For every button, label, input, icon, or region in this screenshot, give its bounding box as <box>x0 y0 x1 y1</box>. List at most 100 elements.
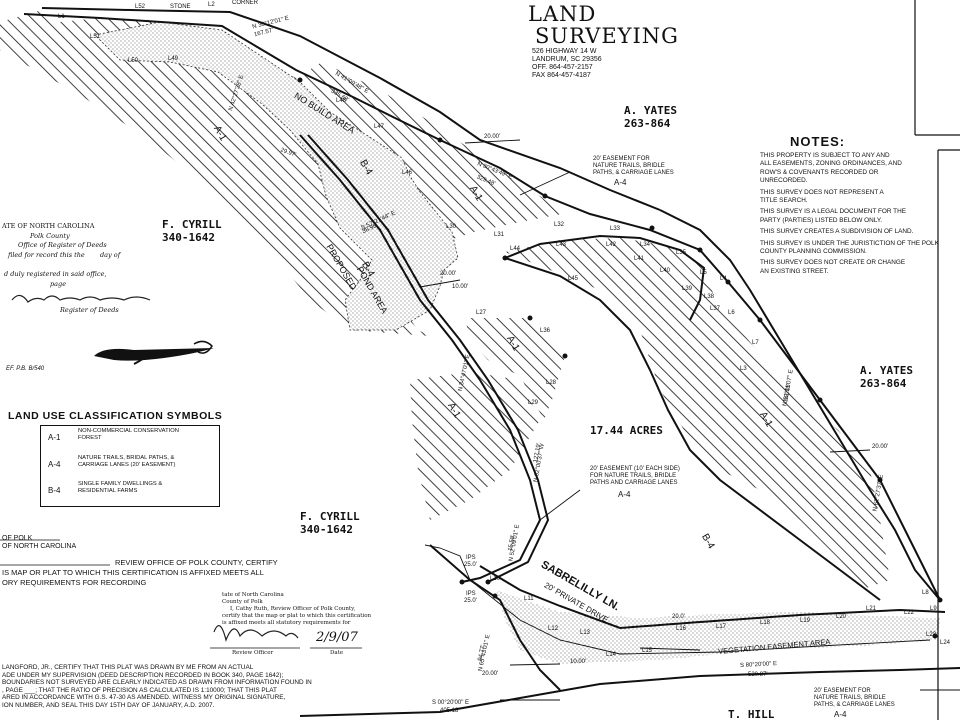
line-label: L34 <box>640 242 651 248</box>
register-line2: Polk County <box>30 232 70 240</box>
review-line2: IS MAP OR PLAT TO WHICH THIS CERTIFICATI… <box>2 568 264 577</box>
zone-label-a4-mid: A-4 <box>618 490 631 499</box>
note-line: THIS SURVEY CREATES A SUBDIVISION OF LAN… <box>760 228 914 236</box>
no-build-area <box>94 21 459 331</box>
line-label: L51 <box>90 34 101 40</box>
corner-label: CORNER <box>232 0 259 6</box>
legend-title: LAND USE CLASSIFICATION SYMBOLS <box>8 410 223 422</box>
easement-mid-3: PATHS AND CARRIAGE LANES <box>590 480 678 486</box>
dim-8: 25.0' <box>464 562 477 568</box>
boundary-top <box>41 7 661 211</box>
register-line8: Register of Deeds <box>60 306 119 314</box>
register-line6: d duly registered in said office, <box>4 270 107 278</box>
line-label: L12 <box>548 626 559 632</box>
company-address1: 526 HIGHWAY 14 W <box>532 48 597 55</box>
bearing-12: S 00°20'00" E <box>432 700 470 706</box>
review-line1: REVIEW OFFICE OF POLK COUNTY, CERTIFY <box>115 558 278 567</box>
owner-cyrill-bottom-name: F. CYRILL <box>300 510 360 523</box>
easement-bot-2: NATURE TRAILS, BRIDLE <box>814 695 886 701</box>
line-label: L10 <box>490 576 501 582</box>
review-signature <box>213 625 299 642</box>
line-label: L24 <box>940 640 951 646</box>
zone-label-a4-bottom: A-4 <box>834 710 847 719</box>
line-label: L41 <box>634 256 645 262</box>
easement-top-2: NATURE TRAILS, BRIDLE <box>593 163 665 169</box>
cert-line: , PAGE ___; THAT THE RATIO OF PRECISION … <box>2 686 277 694</box>
review-date-value: 2/9/07 <box>316 630 358 645</box>
review-sig-label: Review Officer <box>232 650 274 656</box>
line-label: L27 <box>476 310 487 316</box>
company-fax: FAX 864-457-4187 <box>532 72 591 79</box>
line-label: L49 <box>168 56 179 62</box>
easement-bot-3: PATHS, & CARRIAGE LANES <box>814 702 895 708</box>
company-address2: LANDRUM, SC 29356 <box>532 56 602 63</box>
company-phone: OFF. 864-457-2157 <box>532 64 593 71</box>
zone-a1-right-hatch <box>505 238 890 590</box>
legend-text-b4-1: SINGLE FAMILY DWELLINGS & <box>78 481 163 487</box>
register-line4: filed for record this the <box>8 251 85 259</box>
review-nc1: tate of North Carolina <box>222 592 284 598</box>
note-line: COUNTY PLANNING COMMISSION. <box>760 248 867 256</box>
line-label: L46 <box>402 170 413 176</box>
surveyor-certification: LANGFORD, JR., CERTIFY THAT THIS PLAT WA… <box>2 664 312 710</box>
line-label: L52 <box>135 4 146 10</box>
review-date-label: Date <box>330 650 344 656</box>
line-label: L22 <box>904 610 915 616</box>
cert-line: BOUNDARIES NOT SURVEYED ARE CLEARLY INDI… <box>2 679 312 687</box>
note-line: TITLE SEARCH. <box>760 197 808 205</box>
owner-yates-top-name: A. YATES <box>624 104 677 117</box>
owner-yates-right-ref: 263-864 <box>860 377 907 390</box>
register-line3: Office of Register of Deeds <box>18 241 107 249</box>
zone-a1-left-hatch <box>0 10 430 336</box>
easement-top-3: PATHS, & CARRIAGE LANES <box>593 170 674 176</box>
note-line: AN EXISTING STREET. <box>760 267 829 275</box>
note-line: THIS SURVEY DOES NOT REPRESENT A <box>760 188 884 196</box>
line-label: L6 <box>728 310 735 316</box>
register-signature <box>11 294 151 303</box>
easement-bot-1: 20' EASEMENT FOR <box>814 688 871 694</box>
line-label: L30 <box>446 224 457 230</box>
dim-9: 25.0' <box>464 598 477 604</box>
legend-text-b4-2: RESIDENTIAL FARMS <box>78 488 138 494</box>
easement-curve-2 <box>504 257 881 601</box>
acreage-label: 17.44 ACRES <box>590 424 663 437</box>
line-label: L18 <box>760 620 771 626</box>
legend-text-a4-2: CARRIAGE LANES (20' EASEMENT) <box>78 462 176 468</box>
review-state: OF NORTH CAROLINA <box>2 543 77 550</box>
line-label: L47 <box>374 124 385 130</box>
line-label: L1 <box>58 14 65 20</box>
legend-box <box>40 425 220 507</box>
review-nc2: County of Polk <box>222 599 263 605</box>
line-label: L45 <box>568 276 579 282</box>
stone-label: STONE <box>170 4 191 10</box>
note-line: THIS SURVEY IS A LEGAL DOCUMENT FOR THE <box>760 208 906 216</box>
dim-2: 20.00' <box>440 271 457 277</box>
easement-mid-1: 20' EASEMENT (10' EACH SIDE) <box>590 466 680 472</box>
line-label: L15 <box>642 648 653 654</box>
owner-cyrill-left-ref: 340-1642 <box>162 231 215 244</box>
boundary-right <box>659 209 941 601</box>
owner-cyrill-left-name: F. CYRILL <box>162 218 222 231</box>
zone-a1-mid-hatch <box>296 62 562 240</box>
owner-yates-right-name: A. YATES <box>860 364 913 377</box>
zone-a1-lower-hatch <box>410 372 540 520</box>
dim-4: 20.00' <box>872 444 889 450</box>
review-cert3: is affixed meets all statutory requireme… <box>222 620 351 626</box>
legend-text-a1-1: NON-COMMERCIAL CONSERVATION <box>78 428 179 434</box>
register-ref: EF. P.B. B/540 <box>6 366 45 372</box>
legend-code-a1: A-1 <box>48 433 61 442</box>
line-label: L36 <box>540 328 551 334</box>
dim-6: 10.00' <box>570 659 587 665</box>
line-label: L33 <box>610 226 621 232</box>
review-cert2: certify that the map or plat to which th… <box>222 613 372 619</box>
owner-yates-top-ref: 263-864 <box>624 117 671 130</box>
zone-label-a4-top: A-4 <box>614 178 627 187</box>
line-label: L29 <box>528 400 539 406</box>
line-label: L13 <box>580 630 591 636</box>
zone-a1-center-hatch <box>465 318 565 420</box>
note-line: ALL EASEMENTS, ZONING ORDINANCES, AND <box>760 160 902 168</box>
line-label: L3 <box>740 366 747 372</box>
line-label: L7 <box>752 340 759 346</box>
cert-line: ARED IN ACCORDANCE WITH G.S. 47-30 AS AM… <box>2 694 286 702</box>
